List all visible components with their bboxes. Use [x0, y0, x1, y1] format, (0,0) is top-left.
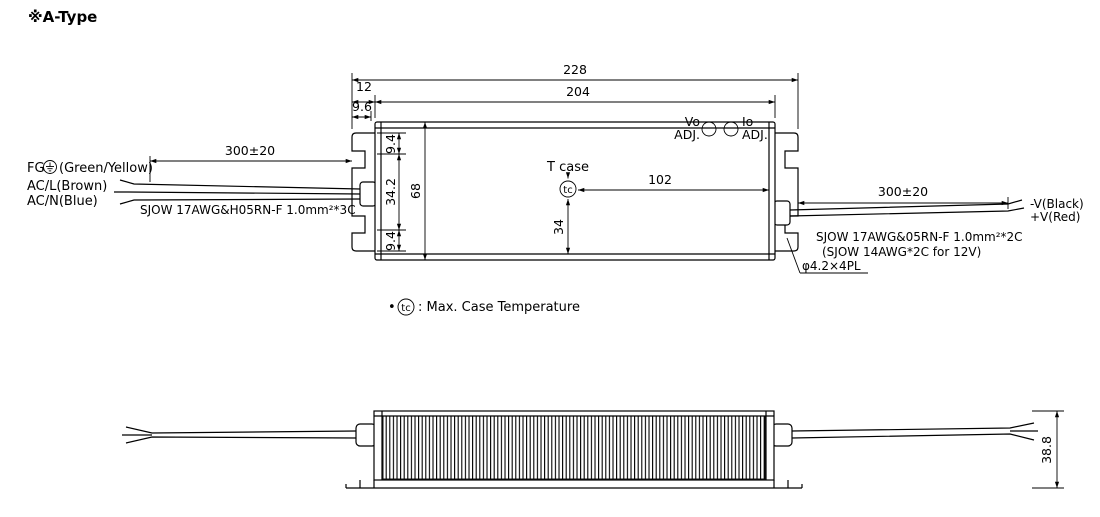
dim-tc-from-right: 102 — [648, 172, 672, 187]
side-input-cable — [122, 426, 357, 444]
side-body-edges — [374, 411, 774, 480]
fg-color-label: (Green/Yellow) — [59, 161, 153, 176]
vo-label: Vo — [685, 114, 700, 129]
side-gland-right — [771, 423, 793, 447]
vo-adj-label: ADJ. — [674, 127, 700, 142]
dim-slot-bottom: 9.4 — [383, 231, 398, 251]
right-mounting-bracket — [775, 132, 799, 252]
dim-hole-offset: 9.6 — [352, 99, 372, 114]
input-wires — [114, 179, 361, 205]
heatsink-fins — [382, 415, 766, 480]
side-view-dimension-lines — [1032, 410, 1064, 489]
note-bullet: • — [388, 300, 396, 315]
io-adj-label: ADJ. — [742, 127, 768, 142]
io-adj-pot — [723, 121, 739, 137]
io-label: Io — [742, 114, 753, 129]
side-view: 38.8 — [122, 410, 1064, 489]
mounting-feet — [345, 480, 803, 489]
note-tc-circle — [397, 298, 415, 316]
case-body-edges — [375, 122, 775, 260]
input-cable-spec: SJOW 17AWG&H05RN-F 1.0mm²*3C — [140, 203, 356, 217]
v-plus-label: +V(Red) — [1030, 210, 1080, 224]
dim-height: 38.8 — [1039, 436, 1054, 464]
dim-slot-span: 34.2 — [383, 178, 398, 206]
output-cable-spec-alt: (SJOW 14AWG*2C for 12V) — [822, 245, 981, 259]
dim-slot-top: 9.4 — [383, 134, 398, 154]
note-text: : Max. Case Temperature — [418, 300, 580, 315]
left-mounting-bracket — [351, 132, 375, 252]
ac-neutral-label: AC/N(Blue) — [27, 194, 98, 209]
output-cable-spec: SJOW 17AWG&05RN-F 1.0mm²*2C — [816, 230, 1023, 244]
tc-note: • tc : Max. Case Temperature — [388, 298, 580, 316]
case-body — [374, 121, 776, 261]
side-output-cable — [791, 422, 1038, 441]
v-minus-label: -V(Black) — [1030, 197, 1084, 211]
dim-bracket-offset: 12 — [356, 79, 372, 94]
dim-input-cable-length: 300±20 — [225, 143, 275, 158]
side-gland-left — [355, 423, 377, 447]
tc-marker-label: tc — [563, 185, 572, 196]
ac-line-label: AC/L(Brown) — [27, 179, 107, 194]
dim-overall-width: 68 — [408, 183, 423, 199]
tcase-label: T case — [546, 160, 589, 175]
vo-adj-pot — [701, 121, 717, 137]
dim-output-cable-length: 300±20 — [878, 184, 928, 199]
mounting-hole-label: φ4.2×4PL — [802, 259, 861, 273]
top-view: Vo ADJ. Io ADJ. T case tc — [27, 62, 1084, 274]
drawing-title: ※A-Type — [28, 8, 97, 26]
note-tc-label: tc — [401, 303, 410, 314]
dim-tc-from-bottom: 34 — [551, 219, 566, 235]
dim-overall-length: 228 — [563, 62, 587, 77]
tc-marker-circle — [559, 180, 577, 198]
fg-label: FG — [27, 161, 45, 176]
input-cable-gland — [359, 181, 377, 207]
output-cable-gland — [773, 200, 791, 226]
earth-ground-icon — [43, 160, 57, 174]
dim-body-length: 204 — [566, 84, 590, 99]
output-wires — [789, 199, 1025, 217]
top-view-dimension-lines — [149, 73, 1009, 274]
